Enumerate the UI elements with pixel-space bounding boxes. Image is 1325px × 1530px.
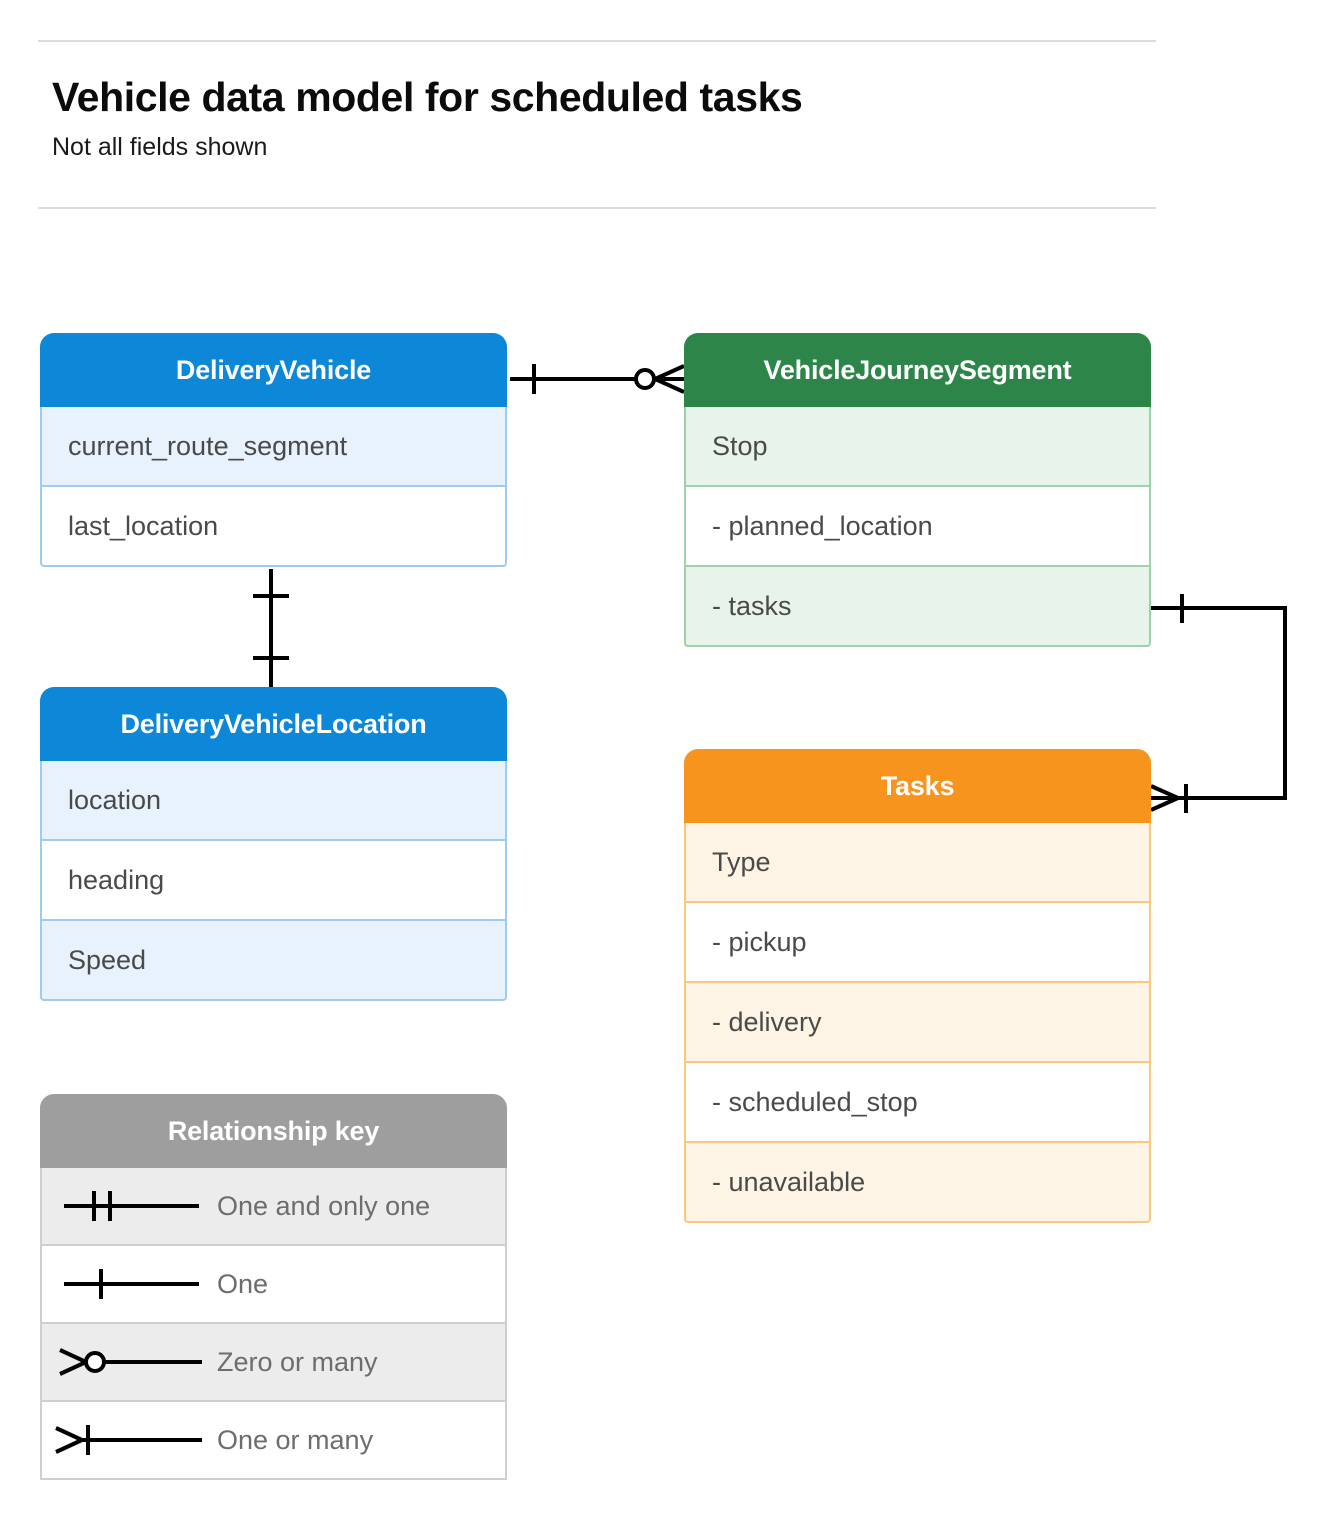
legend-row: One or many <box>40 1402 507 1480</box>
header-divider-bottom <box>38 207 1156 209</box>
entity-row: - scheduled_stop <box>684 1063 1151 1143</box>
one-icon <box>64 1269 199 1299</box>
entity-row: last_location <box>40 487 507 567</box>
entity-row: - tasks <box>684 567 1151 647</box>
legend-label: One and only one <box>217 1190 431 1221</box>
header-divider-top <box>38 40 1156 42</box>
legend-row: One and only one <box>40 1168 507 1246</box>
page-title: Vehicle data model for scheduled tasks <box>52 74 803 120</box>
entity-vehicle-journey-segment[interactable]: VehicleJourneySegment Stop - planned_loc… <box>684 333 1151 647</box>
entity-delivery-vehicle-location-title: DeliveryVehicleLocation <box>40 687 507 761</box>
legend-label: One <box>217 1268 269 1299</box>
one-and-only-one-icon <box>64 1191 199 1221</box>
connector-deliveryvehicle-vehiclejourneysegment <box>510 364 685 394</box>
legend-row: Zero or many <box>40 1324 507 1402</box>
entity-tasks[interactable]: Tasks Type - pickup - delivery - schedul… <box>684 749 1151 1223</box>
entity-row: Speed <box>40 921 507 1001</box>
entity-row: location <box>40 761 507 841</box>
connector-deliveryvehicle-deliveryvehiclelocation <box>253 569 289 687</box>
entity-row: - delivery <box>684 983 1151 1063</box>
entity-row: - unavailable <box>684 1143 1151 1223</box>
legend-label: Zero or many <box>217 1346 378 1377</box>
connector-vehiclejourneysegment-tasks <box>1150 594 1287 813</box>
legend-row: One <box>40 1246 507 1324</box>
entity-row: current_route_segment <box>40 407 507 487</box>
entity-delivery-vehicle-title: DeliveryVehicle <box>40 333 507 407</box>
zero-or-many-icon <box>59 1348 202 1376</box>
entity-vehicle-journey-segment-title: VehicleJourneySegment <box>684 333 1151 407</box>
legend-label: One or many <box>217 1424 374 1455</box>
entity-tasks-title: Tasks <box>684 749 1151 823</box>
entity-row: heading <box>40 841 507 921</box>
entity-row: - pickup <box>684 903 1151 983</box>
entity-row: Type <box>684 823 1151 903</box>
page-subtitle: Not all fields shown <box>52 133 268 161</box>
relationship-key-legend[interactable]: Relationship key One and only one One <box>40 1094 507 1480</box>
entity-row: Stop <box>684 407 1151 487</box>
entity-delivery-vehicle[interactable]: DeliveryVehicle current_route_segment la… <box>40 333 507 567</box>
entity-delivery-vehicle-location[interactable]: DeliveryVehicleLocation location heading… <box>40 687 507 1001</box>
relationship-key-title: Relationship key <box>40 1094 507 1168</box>
entity-row: - planned_location <box>684 487 1151 567</box>
one-or-many-icon <box>55 1425 202 1455</box>
